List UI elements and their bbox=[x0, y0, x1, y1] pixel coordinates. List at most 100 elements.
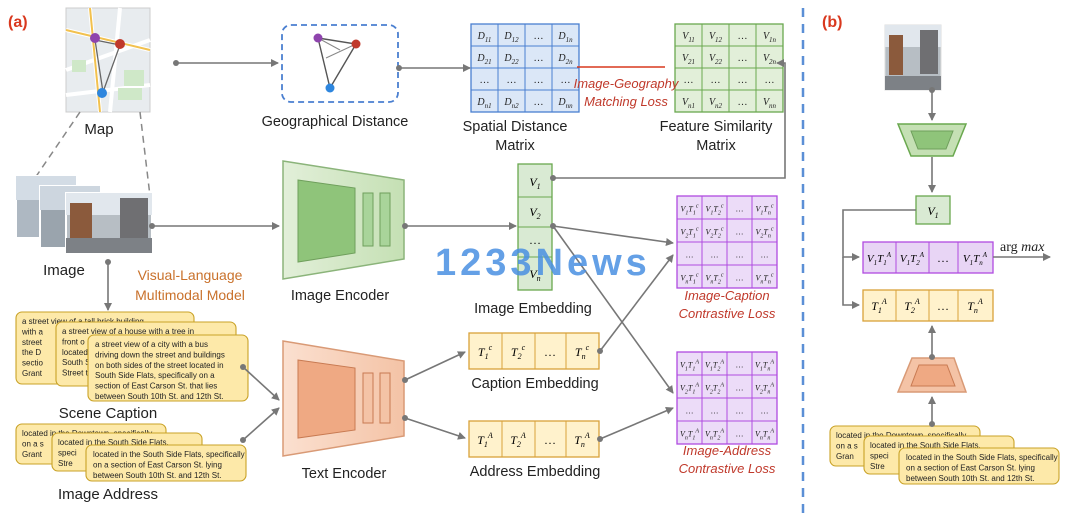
text-encoder-block bbox=[282, 340, 405, 457]
card-text-line: on a section of East Carson St. lying bbox=[906, 463, 1035, 472]
scene-caption-label: Scene Caption bbox=[59, 405, 157, 422]
spatial-matrix-label-line2: Matrix bbox=[495, 138, 535, 154]
card-text-line: between South 10th St. and 12th St. bbox=[95, 392, 224, 401]
matrix-cell: … bbox=[761, 251, 769, 260]
card-text-line: on a s bbox=[22, 439, 44, 448]
panel-b-similarity-row: V1T1A V1T2A … V1TnA bbox=[862, 241, 994, 274]
address-card-b-front: located in the South Side Flats, specifi… bbox=[898, 447, 1060, 485]
card-text-line: front o bbox=[62, 337, 85, 346]
card-text-line: South Side Flats, specifically on a bbox=[95, 371, 215, 380]
address-loss-label-line1: Image-Address bbox=[683, 443, 772, 458]
matrix-cell: Dnn bbox=[557, 97, 573, 110]
argmax-label: arg max bbox=[1000, 240, 1045, 255]
matrix-cell: V21 bbox=[682, 53, 695, 66]
matrix-cell: V11 bbox=[682, 31, 695, 44]
matrix-cell: … bbox=[738, 97, 748, 108]
geo-distance-box bbox=[281, 24, 399, 103]
matrix-cell: VnT1c bbox=[680, 273, 698, 286]
matrix-cell: … bbox=[736, 228, 744, 237]
card-text-line: on a section of East Carson St. lying bbox=[93, 460, 222, 469]
card-text-line: Stre bbox=[870, 462, 885, 471]
vlm-label-line2: Multimodal Model bbox=[135, 287, 245, 303]
watermark-text: 1233News bbox=[435, 242, 651, 284]
street-image-stack bbox=[15, 175, 153, 254]
image-embedding-label: Image Embedding bbox=[474, 301, 592, 317]
svg-text:V1: V1 bbox=[927, 204, 938, 220]
feature-matrix-label-line1: Feature Similarity bbox=[660, 119, 774, 135]
matrix-cell: … bbox=[736, 361, 744, 370]
caption-loss-label-line1: Image-Caption bbox=[684, 288, 769, 303]
address-card-front: located in the South Side Flats, specifi… bbox=[85, 444, 247, 482]
map-projection-lines bbox=[34, 111, 151, 197]
matrix-cell: … bbox=[761, 407, 769, 416]
matrix-cell: V1TnA bbox=[755, 360, 774, 373]
matrix-cell: … bbox=[738, 53, 748, 64]
card-text-line: located in the South Side Flats, bbox=[870, 441, 981, 450]
svg-text:…: … bbox=[544, 345, 556, 359]
embed-v2: V2 bbox=[529, 205, 540, 221]
panel-b-street-image bbox=[884, 24, 942, 91]
card-text-line: the D bbox=[22, 348, 41, 357]
matrix-cell: … bbox=[507, 75, 517, 86]
panel-b-address-row: T1A T2A … TnA bbox=[862, 289, 994, 322]
card-text-line: on a s bbox=[836, 441, 858, 450]
matrix-cell: … bbox=[686, 251, 694, 260]
matrix-cell: V2T2c bbox=[705, 227, 723, 240]
card-text-line: South S bbox=[62, 358, 90, 367]
matrix-cell: … bbox=[534, 31, 544, 42]
image-embedding-column: V1 V2 … Vn bbox=[517, 163, 553, 291]
panel-b-connectors bbox=[842, 90, 1051, 424]
matrix-cell: … bbox=[736, 274, 744, 283]
matrix-cell: … bbox=[686, 407, 694, 416]
image-label: Image bbox=[43, 262, 85, 279]
matrix-cell: … bbox=[736, 384, 744, 393]
geo-distance-triangle bbox=[313, 33, 361, 93]
matrix-cell: V2T2A bbox=[705, 383, 724, 396]
matrix-cell: VnT2c bbox=[705, 273, 723, 286]
image-address-cards: located in the Downtown, specificallyon … bbox=[15, 423, 247, 482]
matrix-cell: … bbox=[534, 53, 544, 64]
matrix-cell: D1n bbox=[557, 31, 573, 44]
caption-loss-label-line2: Contrastive Loss bbox=[679, 306, 776, 321]
panel-a-connectors bbox=[104, 59, 786, 441]
matrix-cell: D11 bbox=[477, 31, 492, 44]
geo-loss-label-line2: Matching Loss bbox=[584, 94, 668, 109]
matrix-cell: Vn2 bbox=[709, 97, 723, 110]
embed-dots: … bbox=[529, 233, 541, 247]
matrix-cell: D22 bbox=[503, 53, 519, 66]
matrix-cell: VnTnA bbox=[755, 429, 774, 442]
geo-distance-label: Geographical Distance bbox=[262, 114, 409, 130]
image-encoder-block bbox=[282, 160, 405, 280]
matrix-cell: … bbox=[711, 251, 719, 260]
card-text-line: Grant bbox=[22, 450, 43, 459]
map-label: Map bbox=[84, 121, 113, 138]
matrix-cell: … bbox=[684, 75, 694, 86]
card-text-line: sectio bbox=[22, 359, 43, 368]
card-text-line: a street view of a city with a bus bbox=[95, 340, 208, 349]
matrix-cell: … bbox=[765, 75, 775, 86]
address-loss-label-line2: Contrastive Loss bbox=[679, 461, 776, 476]
matrix-cell: V1T2A bbox=[705, 360, 724, 373]
card-text-line: Gran bbox=[836, 452, 854, 461]
matrix-cell: V1T2c bbox=[705, 204, 723, 217]
card-text-line: speci bbox=[870, 451, 889, 460]
card-text-line: driving down the street and buildings bbox=[95, 350, 225, 359]
matrix-cell: … bbox=[736, 407, 744, 416]
svg-text:…: … bbox=[937, 251, 949, 265]
matrix-cell: … bbox=[736, 251, 744, 260]
matrix-cell: … bbox=[561, 75, 571, 86]
card-text-line: Stre bbox=[58, 459, 73, 468]
matrix-cell: … bbox=[738, 31, 748, 42]
matrix-cell: … bbox=[736, 430, 744, 439]
matrix-cell: V1T1A bbox=[680, 360, 699, 373]
matrix-cell: VnT2A bbox=[705, 429, 724, 442]
card-text-line: on both sides of the street located in bbox=[95, 361, 224, 370]
matrix-cell: VnTnc bbox=[755, 273, 773, 286]
scene-caption-cards: a street view of a tall brick buildingwi… bbox=[15, 311, 249, 402]
panel-a-label: (a) bbox=[8, 14, 28, 31]
